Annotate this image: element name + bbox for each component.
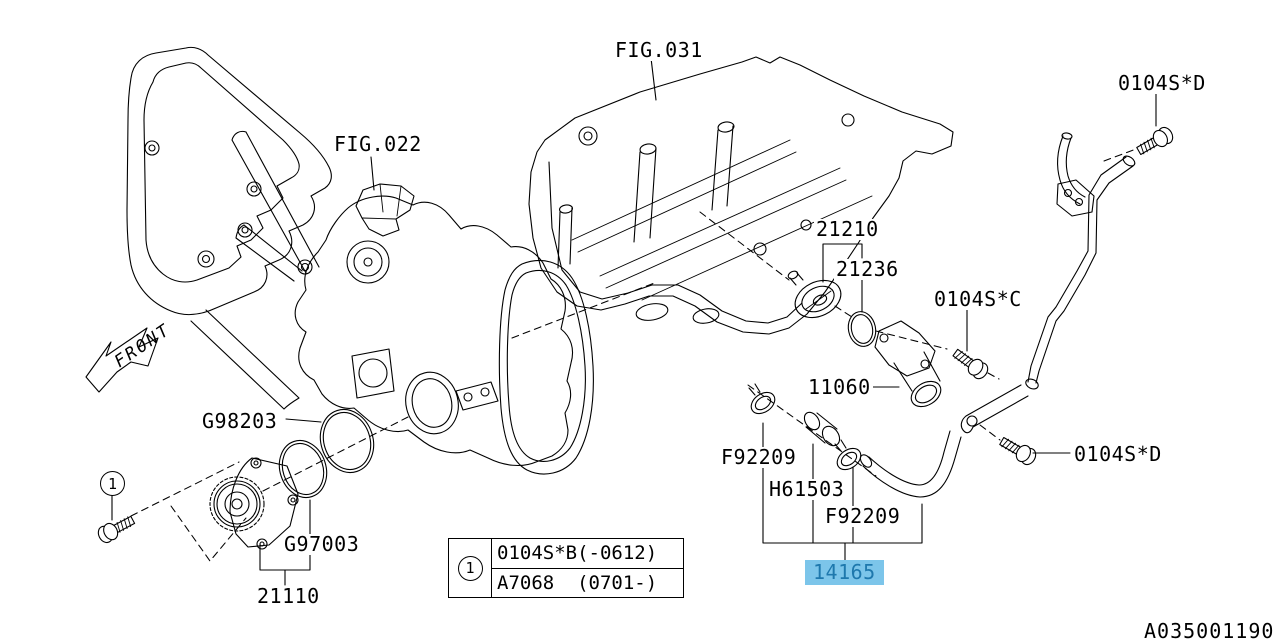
assembly-dashed-lines — [130, 148, 1137, 562]
timing-cover-art — [231, 130, 574, 467]
leader-lines — [111, 57, 1157, 586]
table-callout-cell: 1 — [449, 539, 492, 597]
hose-clamp-1-art — [748, 383, 776, 415]
water-outlet-art — [874, 320, 942, 408]
part-label-0104sd-right[interactable]: 0104S*D — [1072, 442, 1164, 466]
rear-gasket-art — [498, 260, 594, 475]
oring-large-art — [319, 408, 375, 474]
hose-plug-art — [803, 411, 841, 447]
part-label-f92209-1[interactable]: F92209 — [719, 445, 799, 469]
part-label-g97003[interactable]: G97003 — [282, 532, 362, 556]
table-row-part-1[interactable]: 0104S*B(-0612) — [492, 539, 683, 569]
hose-clamp-2-art — [834, 439, 862, 471]
bolt-0104sd-top-art — [1133, 124, 1177, 159]
part-label-21236[interactable]: 21236 — [834, 257, 901, 281]
oil-pan-art — [528, 56, 954, 335]
thermostat-art — [787, 270, 842, 319]
water-pipe-art — [960, 132, 1136, 434]
bolt-reference-table: 1 0104S*B(-0612) A7068 (0701-) — [448, 538, 684, 598]
bolt-0104sc-art — [949, 345, 992, 383]
part-label-0104sc[interactable]: 0104S*C — [932, 287, 1024, 311]
part-label-f92209-2[interactable]: F92209 — [823, 504, 903, 528]
part-label-g98203[interactable]: G98203 — [200, 409, 280, 433]
hose-art — [859, 430, 962, 498]
front-arrow-icon — [85, 327, 159, 393]
fig031-ref-label[interactable]: FIG.031 — [613, 38, 705, 62]
part-label-h61503[interactable]: H61503 — [767, 477, 847, 501]
part-label-11060[interactable]: 11060 — [806, 375, 873, 399]
bolt-0104sd-right-art — [996, 433, 1040, 468]
bolt-callout1-art — [95, 511, 138, 546]
water-pump-art — [209, 457, 299, 550]
part-label-21210[interactable]: 21210 — [814, 217, 881, 241]
callout-1-badge[interactable]: 1 — [100, 471, 125, 496]
fig022-ref-label[interactable]: FIG.022 — [332, 132, 424, 156]
table-callout-badge: 1 — [457, 555, 483, 581]
part-label-14165-selected[interactable]: 14165 — [805, 560, 884, 585]
table-row-part-2[interactable]: A7068 (0701-) — [497, 571, 658, 594]
oring-small-art — [278, 439, 328, 499]
part-label-21110[interactable]: 21110 — [255, 584, 322, 608]
timing-cover-gasket-art — [126, 46, 332, 410]
part-label-0104sd-top[interactable]: 0104S*D — [1116, 71, 1208, 95]
thermo-gasket-art — [847, 311, 877, 347]
drawing-number: A035001190 — [1144, 619, 1275, 640]
